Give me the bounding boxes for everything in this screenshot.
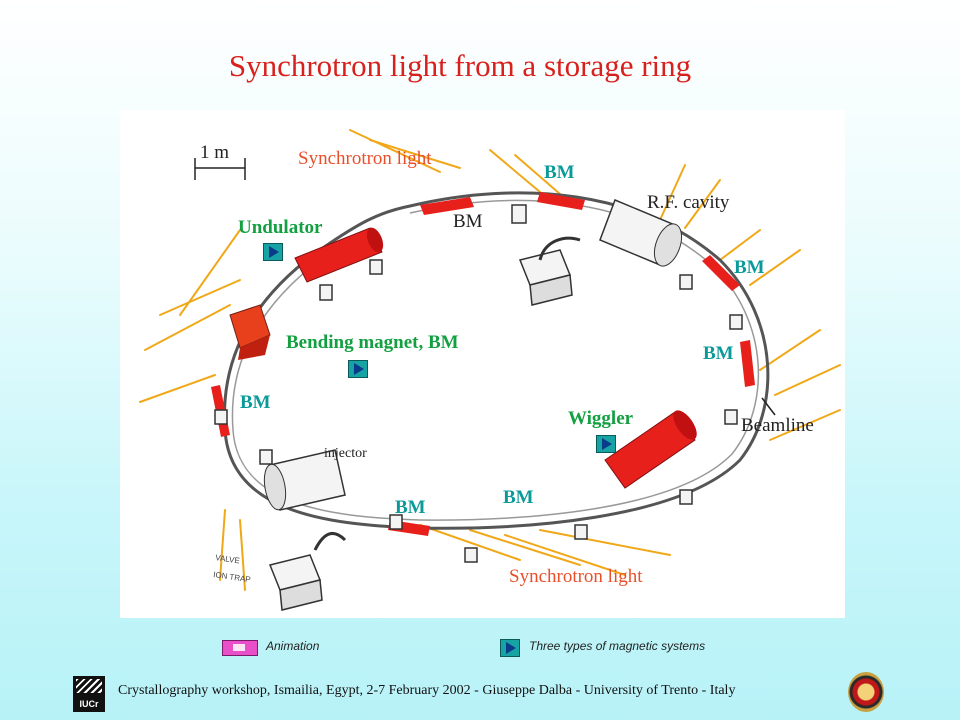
label-bm-bottom-2: BM (503, 487, 534, 508)
light-rays (139, 129, 841, 591)
label-bm-plain: BM (453, 211, 483, 232)
beamline-pointer (761, 397, 776, 416)
ring-pipe (222, 191, 770, 530)
undulator-magnet (294, 227, 384, 283)
transfer-line (313, 531, 347, 551)
rf-waveguide (538, 236, 581, 261)
legend-play-icon (500, 639, 520, 657)
label-undulator: Undulator (238, 217, 323, 238)
bending-magnet-play-button[interactable] (348, 360, 368, 378)
label-bending-magnet: Bending magnet, BM (286, 332, 459, 353)
university-seal-icon (848, 672, 884, 712)
equipment-boxes (214, 204, 743, 611)
label-bm-left: BM (240, 392, 271, 413)
label-bm-right-1: BM (734, 257, 765, 278)
ring-drawing: VALVE ION TRAP (139, 129, 841, 611)
scale-bar (194, 158, 246, 180)
animation-button[interactable] (222, 640, 258, 656)
scale-label: 1 m (200, 142, 230, 163)
label-beamline: Beamline (741, 415, 814, 436)
wiggler-magnet (604, 410, 697, 489)
label-bm-right-2: BM (703, 343, 734, 364)
injector (263, 449, 346, 511)
rf-cavity (599, 199, 683, 267)
slide-title: Synchrotron light from a storage ring (228, 48, 692, 83)
storage-ring-diagram: VALVE ION TRAP 1 m Synchrotron light BM … (120, 110, 845, 618)
label-synchrotron-light-bottom: Synchrotron light (509, 566, 643, 587)
tiny-annotations: VALVE ION TRAP (213, 553, 252, 584)
label-bm-top: BM (544, 162, 575, 183)
svg-text:VALVE: VALVE (215, 553, 241, 565)
bending-magnet-block (229, 304, 271, 360)
label-injector: injector (324, 446, 367, 461)
wiggler-play-button[interactable] (596, 435, 616, 453)
undulator-play-button[interactable] (263, 243, 283, 261)
label-rf-cavity: R.F. cavity (647, 192, 730, 213)
label-bm-bottom-1: BM (395, 497, 426, 518)
iucr-logo: IUCr (73, 676, 105, 712)
label-wiggler: Wiggler (568, 408, 634, 429)
three-types-legend-label: Three types of magnetic systems (529, 639, 706, 653)
footer-credit: Crystallography workshop, Ismailia, Egyp… (118, 683, 736, 698)
label-synchrotron-light-top: Synchrotron light (298, 148, 432, 169)
animation-legend-label: Animation (266, 639, 320, 653)
svg-text:ION TRAP: ION TRAP (213, 570, 252, 584)
